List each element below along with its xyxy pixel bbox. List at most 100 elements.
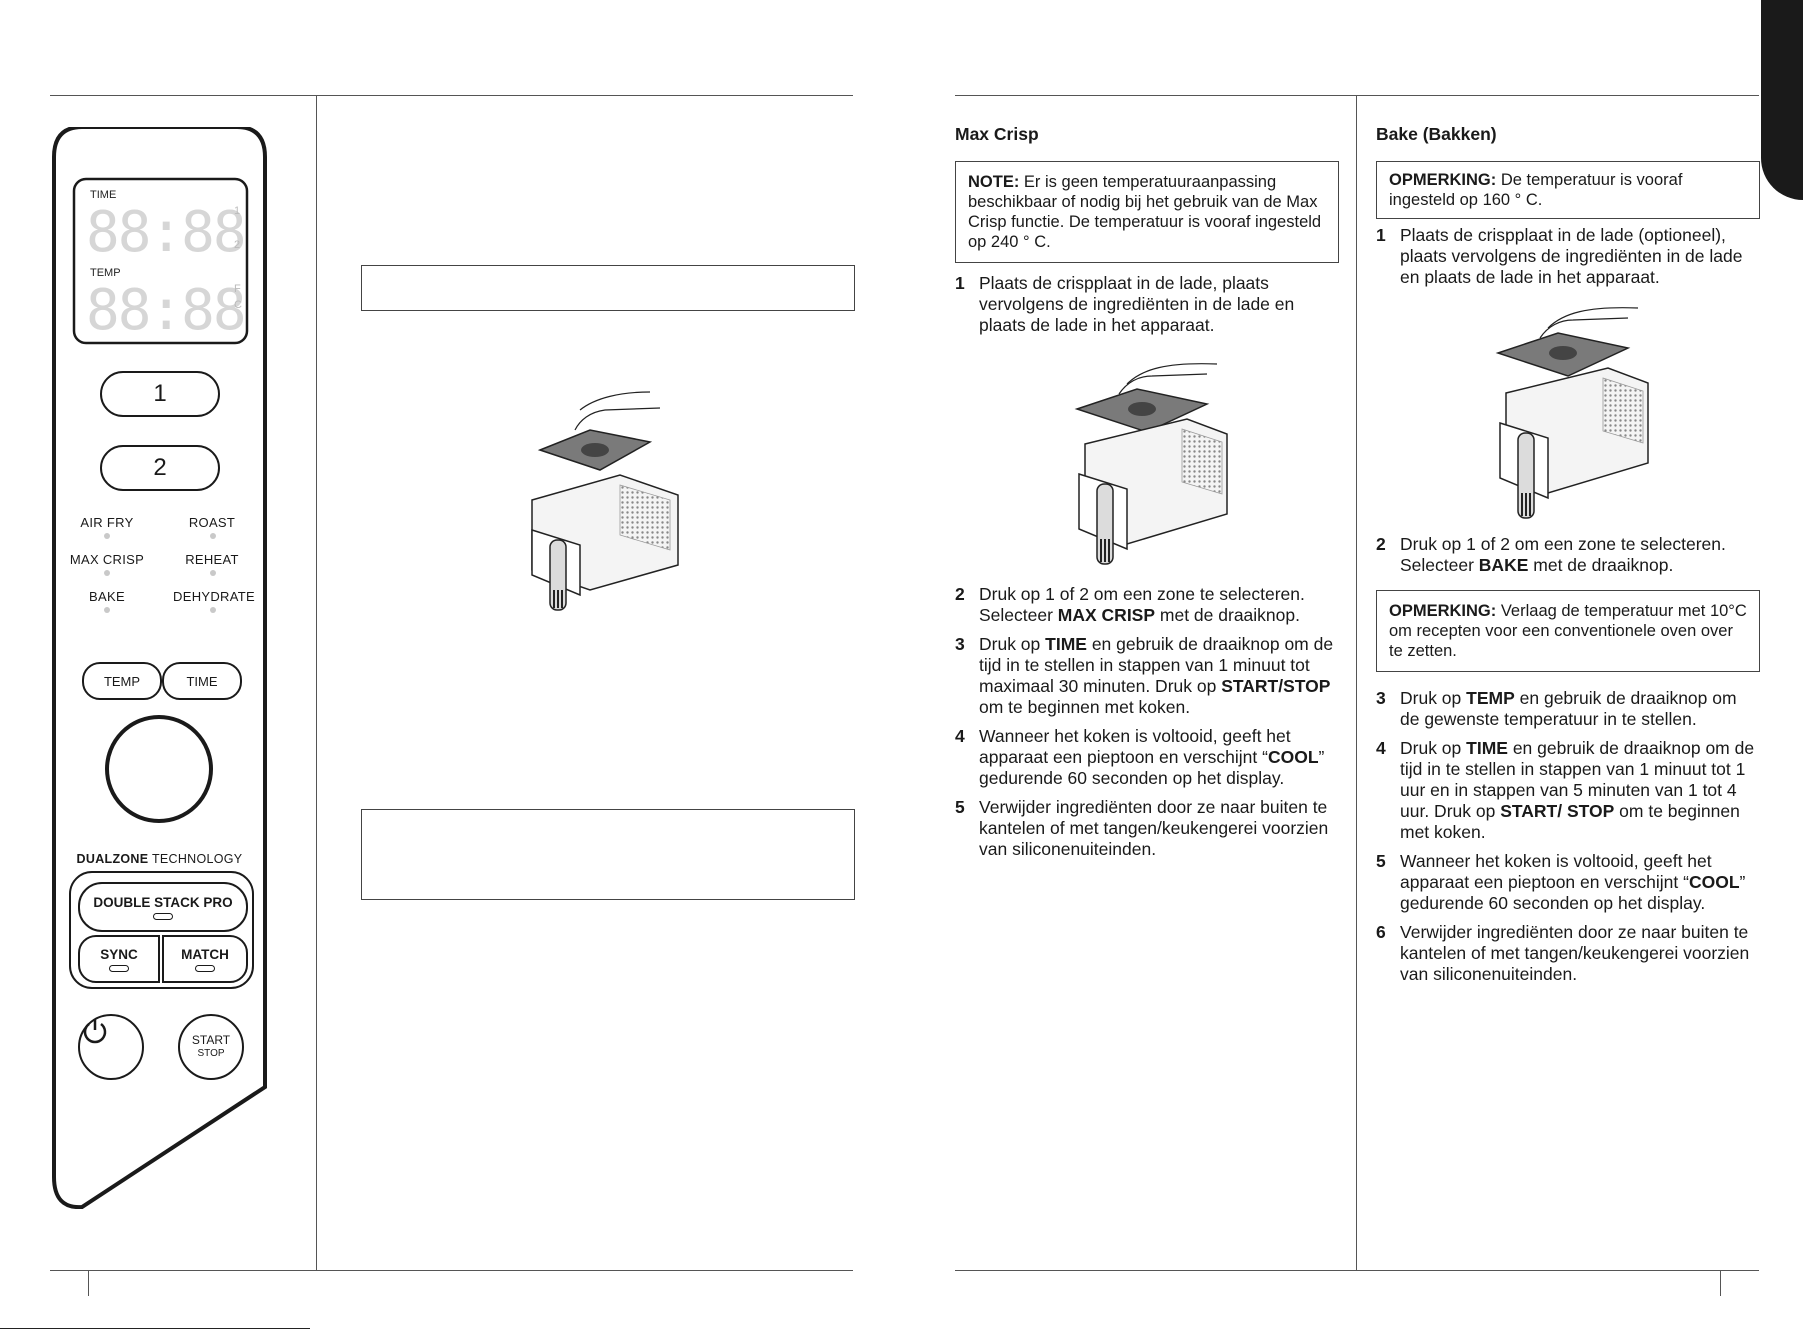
zone-1-label: 1 [153, 380, 167, 407]
bake-step-4-d: START/ STOP [1500, 801, 1615, 821]
function-roast[interactable]: ROAST [188, 515, 236, 530]
time-display-digits: 88:88 [86, 200, 247, 265]
bake-step-4-c: en gebruik de draaiknop om de tijd in te… [1400, 738, 1755, 821]
bake-step-4-e: om te beginnen met koken. [1400, 801, 1740, 842]
crisp-plate-illustration-left [531, 391, 679, 611]
step-number: 5 [1376, 851, 1386, 871]
bake-title: Bake (Bakken) [1376, 124, 1497, 144]
sync-button[interactable]: SYNC [78, 935, 160, 983]
bake-note-2-text: Verlaag de temperatuur met 10°C om recep… [1389, 602, 1747, 660]
bake-step-3-text: Druk op TEMP en gebruik de draaiknop om … [1400, 688, 1760, 730]
max-crisp-step-3-a: Druk op [979, 634, 1046, 654]
top-rule-right [955, 95, 1759, 96]
bake-step-4: 4 Druk op TIME en gebruik de draaiknop o… [1376, 738, 1760, 843]
top-rule-left [50, 95, 853, 96]
max-crisp-column: Max Crisp NOTE: Er is geen temperatuuraa… [955, 124, 1339, 860]
max-crisp-step-3-d: START/STOP [1221, 676, 1331, 696]
control-panel: TIME 88:88 1 2 TEMP 88:88 F C 1 2 AIR FR… [52, 127, 267, 1209]
max-crisp-step-2-a: Druk op 1 of 2 om een zone te selecteren… [979, 584, 1305, 625]
bake-step-2-c: met de draaiknop. [1528, 555, 1674, 575]
function-reheat[interactable]: REHEAT [185, 552, 239, 567]
fahrenheit-indicator: F [234, 283, 241, 295]
max-crisp-step-1: 1 Plaats de crispplaat in de lade, plaat… [955, 273, 1339, 336]
max-crisp-step-3-b: TIME [1045, 634, 1087, 654]
max-crisp-step-5-text: Verwijder ingrediënten door ze naar buit… [979, 797, 1329, 859]
empty-note-box-top [361, 265, 855, 311]
bake-step-4-text: Druk op TIME en gebruik de draaiknop om … [1400, 738, 1760, 843]
time-display-label: TIME [90, 189, 117, 201]
bake-step-4-a: Druk op [1400, 738, 1467, 758]
bake-step-5-a: Wanneer het koken is voltooid, geeft het… [1400, 851, 1712, 892]
bake-note: OPMERKING: De temperatuur is vooraf inge… [1376, 161, 1760, 219]
max-crisp-step-4-text: Wanneer het koken is voltooid, geeft het… [979, 726, 1339, 789]
bake-step-5-b: COOL [1688, 872, 1740, 892]
column-divider-left [316, 95, 317, 1270]
crisp-plate-illustration-bake [1495, 307, 1649, 519]
dehydrate-indicator [210, 607, 216, 613]
bake-step-6: 6 Verwijder ingrediënten door ze naar bu… [1376, 922, 1760, 985]
reheat-indicator [210, 570, 216, 576]
stop-label: STOP [197, 1048, 225, 1059]
bake-step-2-text: Druk op 1 of 2 om een zone te selecteren… [1400, 534, 1760, 576]
step-number: 2 [955, 584, 965, 604]
empty-note-box-bottom [361, 809, 855, 900]
max-crisp-note-text: Er is geen temperatuuraanpassing beschik… [968, 173, 1322, 251]
max-crisp-step-2-text: Druk op 1 of 2 om een zone te selecteren… [979, 584, 1339, 626]
control-dial[interactable] [107, 717, 211, 821]
zone-1-button[interactable]: 1 [100, 371, 220, 417]
dualzone-bold: DUALZONE [76, 852, 149, 866]
match-label: MATCH [181, 946, 229, 962]
function-bake[interactable]: BAKE [89, 589, 125, 604]
sync-label: SYNC [100, 946, 138, 962]
bake-step-5-c: ” gedurende 60 seconden op het display. [1400, 872, 1746, 913]
function-max-crisp[interactable]: MAX CRISP [69, 552, 145, 567]
match-button[interactable]: MATCH [162, 935, 248, 983]
sync-indicator [109, 964, 129, 972]
bake-step-4-b: TIME [1466, 738, 1508, 758]
double-stack-pro-indicator [153, 912, 173, 920]
crisp-plate-illustration-max-crisp [1074, 363, 1228, 565]
bake-step-2: 2 Druk op 1 of 2 om een zone te selecter… [1376, 534, 1760, 576]
bake-note-2-label: OPMERKING: [1389, 602, 1497, 620]
start-stop-button[interactable]: START STOP [178, 1014, 244, 1080]
air-fry-indicator [104, 533, 110, 539]
bake-step-3-b: TEMP [1466, 688, 1515, 708]
step-number: 4 [955, 726, 965, 746]
match-indicator [195, 964, 215, 972]
zone-2-button[interactable]: 2 [100, 445, 220, 491]
double-stack-pro-button[interactable]: DOUBLE STACK PRO [78, 882, 248, 932]
max-crisp-step-4-b: COOL [1267, 747, 1319, 767]
bake-indicator [104, 607, 110, 613]
celsius-indicator: C [234, 299, 242, 311]
temp-button-label: TEMP [103, 673, 141, 689]
bake-column: Bake (Bakken) OPMERKING: De temperatuur … [1376, 124, 1760, 985]
function-air-fry[interactable]: AIR FRY [80, 515, 134, 530]
power-icon [83, 1019, 107, 1044]
step-number: 1 [1376, 225, 1386, 245]
time-button[interactable]: TIME [162, 662, 242, 700]
max-crisp-title: Max Crisp [955, 124, 1039, 144]
time-zone-1-indicator: 1 [234, 205, 241, 217]
bake-step-5: 5 Wanneer het koken is voltooid, geeft h… [1376, 851, 1760, 914]
bottom-rule-left [50, 1270, 853, 1271]
bake-note-2: OPMERKING: Verlaag de temperatuur met 10… [1376, 590, 1760, 672]
zone-2-label: 2 [153, 454, 167, 481]
power-button[interactable] [78, 1014, 144, 1080]
max-crisp-step-3-c: en gebruik de draaiknop om de tijd in te… [979, 634, 1334, 696]
bake-step-2-a: Druk op 1 of 2 om een zone te selecteren… [1400, 534, 1726, 575]
time-zone-2-indicator: 2 [234, 239, 241, 251]
temp-button[interactable]: TEMP [82, 662, 162, 700]
step-number: 5 [955, 797, 965, 817]
step-number: 4 [1376, 738, 1386, 758]
roast-indicator [210, 533, 216, 539]
bake-step-1: 1 Plaats de crispplaat in de lade (optio… [1376, 225, 1760, 288]
start-label: START [191, 1033, 231, 1047]
max-crisp-step-2-c: met de draaiknop. [1155, 605, 1300, 625]
max-crisp-step-1-text: Plaats de crispplaat in de lade, plaats … [979, 273, 1295, 335]
function-dehydrate[interactable]: DEHYDRATE [173, 589, 255, 604]
max-crisp-note: NOTE: Er is geen temperatuuraanpassing b… [955, 161, 1339, 263]
bake-note-text: De temperatuur is vooraf ingesteld op 16… [1389, 171, 1683, 209]
max-crisp-step-4: 4 Wanneer het koken is voltooid, geeft h… [955, 726, 1339, 789]
bake-note-label: OPMERKING: [1389, 171, 1497, 189]
max-crisp-step-4-a: Wanneer het koken is voltooid, geeft het… [979, 726, 1291, 767]
